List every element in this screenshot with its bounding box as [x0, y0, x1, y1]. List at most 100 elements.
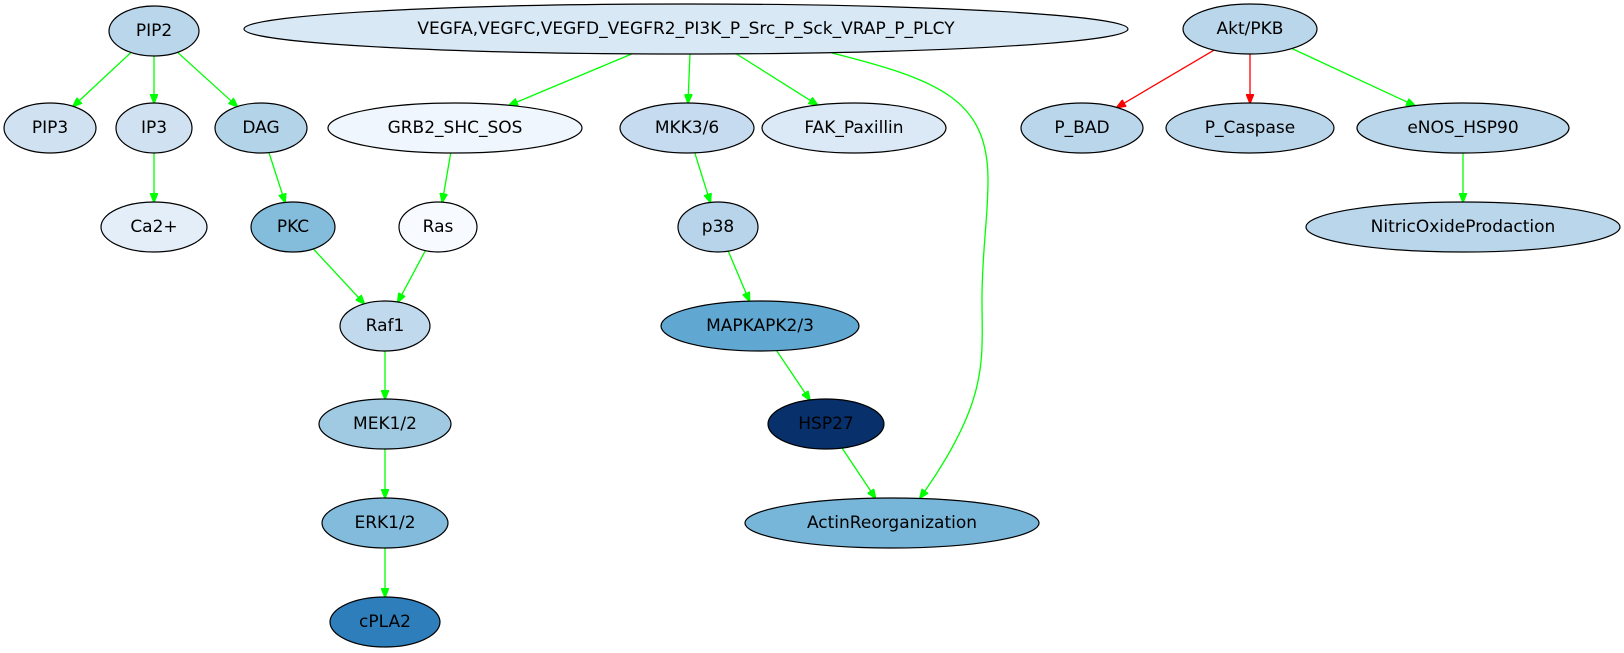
- node-label-ca: Ca2+: [130, 217, 177, 237]
- nodes-layer: PIP2 VEGFA,VEGFC,VEGFD_VEGFR2_PI3K_P_Src_…: [3, 3, 1621, 648]
- node-label-dag: DAG: [242, 118, 279, 138]
- node-raf1: Raf1: [339, 300, 431, 352]
- edge-mkk-to-p38: [694, 152, 711, 203]
- node-label-no: NitricOxideProdaction: [1371, 217, 1556, 237]
- node-label-actin: ActinReorganization: [807, 513, 977, 533]
- node-shape-pbad: [1020, 102, 1144, 154]
- node-label-vegf: VEGFA,VEGFC,VEGFD_VEGFR2_PI3K_P_Src_P_Sc…: [417, 19, 955, 39]
- node-label-enos: eNOS_HSP90: [1407, 118, 1518, 138]
- node-ca: Ca2+: [100, 201, 208, 253]
- edge-vegf-to-fak: [734, 52, 818, 105]
- node-label-hsp27: HSP27: [798, 414, 853, 434]
- node-shape-raf1: [339, 300, 431, 352]
- node-label-cpla2: cPLA2: [359, 612, 411, 632]
- node-ip3: IP3: [115, 102, 193, 154]
- edge-grb2-to-ras: [442, 152, 452, 202]
- edges-layer: [73, 47, 1463, 597]
- node-label-ip3: IP3: [141, 118, 167, 138]
- node-vegf: VEGFA,VEGFC,VEGFD_VEGFR2_PI3K_P_Src_P_Sc…: [243, 3, 1129, 55]
- edge-dag-to-pkc: [268, 152, 285, 203]
- edge-line-ras-to-raf1: [398, 250, 426, 302]
- node-pip3: PIP3: [3, 102, 97, 154]
- node-actin: ActinReorganization: [744, 497, 1040, 549]
- node-label-pip3: PIP3: [32, 118, 68, 138]
- edge-line-vegf-to-actin: [831, 52, 989, 498]
- node-shape-dag: [214, 102, 308, 154]
- node-mek: MEK1/2: [318, 398, 452, 450]
- edge-line-grb2-to-ras: [442, 152, 452, 202]
- node-ras: Ras: [398, 201, 478, 253]
- node-shape-erk: [321, 497, 449, 549]
- node-akt: Akt/PKB: [1182, 3, 1318, 55]
- node-cpla2: cPLA2: [329, 596, 441, 648]
- node-label-mek: MEK1/2: [353, 414, 417, 434]
- node-shape-no: [1305, 201, 1621, 253]
- node-label-pip2: PIP2: [136, 21, 172, 41]
- edge-pip2-to-dag: [177, 51, 238, 106]
- edge-akt-to-enos: [1291, 47, 1415, 105]
- node-shape-mek: [318, 398, 452, 450]
- node-shape-p38: [677, 201, 759, 253]
- node-enos: eNOS_HSP90: [1356, 102, 1570, 154]
- edge-line-vegf-to-grb2: [509, 52, 635, 105]
- node-shape-enos: [1356, 102, 1570, 154]
- node-label-raf1: Raf1: [366, 316, 405, 336]
- node-p38: p38: [677, 201, 759, 253]
- edge-ras-to-raf1: [398, 250, 426, 302]
- node-shape-fak: [761, 102, 947, 154]
- node-shape-hsp27: [767, 398, 885, 450]
- node-erk: ERK1/2: [321, 497, 449, 549]
- edge-line-akt-to-enos: [1291, 47, 1415, 105]
- edge-line-mapkapk-to-hsp27: [776, 350, 810, 400]
- node-shape-mapkapk: [660, 300, 860, 352]
- edge-line-p38-to-mapkapk: [727, 250, 749, 301]
- node-pcasp: P_Caspase: [1165, 102, 1335, 154]
- edge-line-akt-to-pbad: [1117, 49, 1215, 107]
- node-shape-pcasp: [1165, 102, 1335, 154]
- node-label-pcasp: P_Caspase: [1205, 118, 1295, 138]
- node-shape-grb2: [327, 102, 583, 154]
- node-shape-vegf: [243, 3, 1129, 55]
- node-shape-ras: [398, 201, 478, 253]
- node-label-fak: FAK_Paxillin: [804, 118, 903, 138]
- node-shape-pkc: [250, 201, 336, 253]
- node-dag: DAG: [214, 102, 308, 154]
- edge-line-dag-to-pkc: [268, 152, 285, 203]
- node-label-grb2: GRB2_SHC_SOS: [388, 118, 523, 138]
- node-label-pkc: PKC: [277, 217, 309, 237]
- node-pip2: PIP2: [108, 5, 200, 57]
- node-shape-mkk: [619, 102, 755, 154]
- node-pbad: P_BAD: [1020, 102, 1144, 154]
- node-label-erk: ERK1/2: [354, 513, 415, 533]
- edge-line-mkk-to-p38: [694, 152, 711, 203]
- edge-pkc-to-raf1: [312, 248, 364, 304]
- edge-vegf-to-actin: [831, 52, 989, 498]
- edge-vegf-to-grb2: [509, 52, 635, 105]
- node-hsp27: HSP27: [767, 398, 885, 450]
- node-no: NitricOxideProdaction: [1305, 201, 1621, 253]
- node-mkk: MKK3/6: [619, 102, 755, 154]
- node-shape-pip3: [3, 102, 97, 154]
- edge-line-vegf-to-fak: [734, 52, 818, 105]
- edge-pip2-to-pip3: [73, 52, 132, 106]
- node-shape-ca: [100, 201, 208, 253]
- node-shape-pip2: [108, 5, 200, 57]
- edge-line-hsp27-to-actin: [841, 447, 875, 498]
- edge-mapkapk-to-hsp27: [776, 350, 810, 400]
- node-shape-akt: [1182, 3, 1318, 55]
- node-label-ras: Ras: [423, 217, 454, 237]
- node-shape-ip3: [115, 102, 193, 154]
- node-mapkapk: MAPKAPK2/3: [660, 300, 860, 352]
- edge-vegf-to-mkk: [688, 52, 690, 103]
- edge-line-vegf-to-mkk: [688, 52, 690, 103]
- node-label-akt: Akt/PKB: [1217, 19, 1284, 39]
- node-label-mapkapk: MAPKAPK2/3: [706, 316, 814, 336]
- node-shape-actin: [744, 497, 1040, 549]
- edge-hsp27-to-actin: [841, 447, 875, 498]
- edge-line-pip2-to-dag: [177, 51, 238, 106]
- node-label-p38: p38: [702, 217, 734, 237]
- node-shape-cpla2: [329, 596, 441, 648]
- node-fak: FAK_Paxillin: [761, 102, 947, 154]
- node-label-mkk: MKK3/6: [655, 118, 719, 138]
